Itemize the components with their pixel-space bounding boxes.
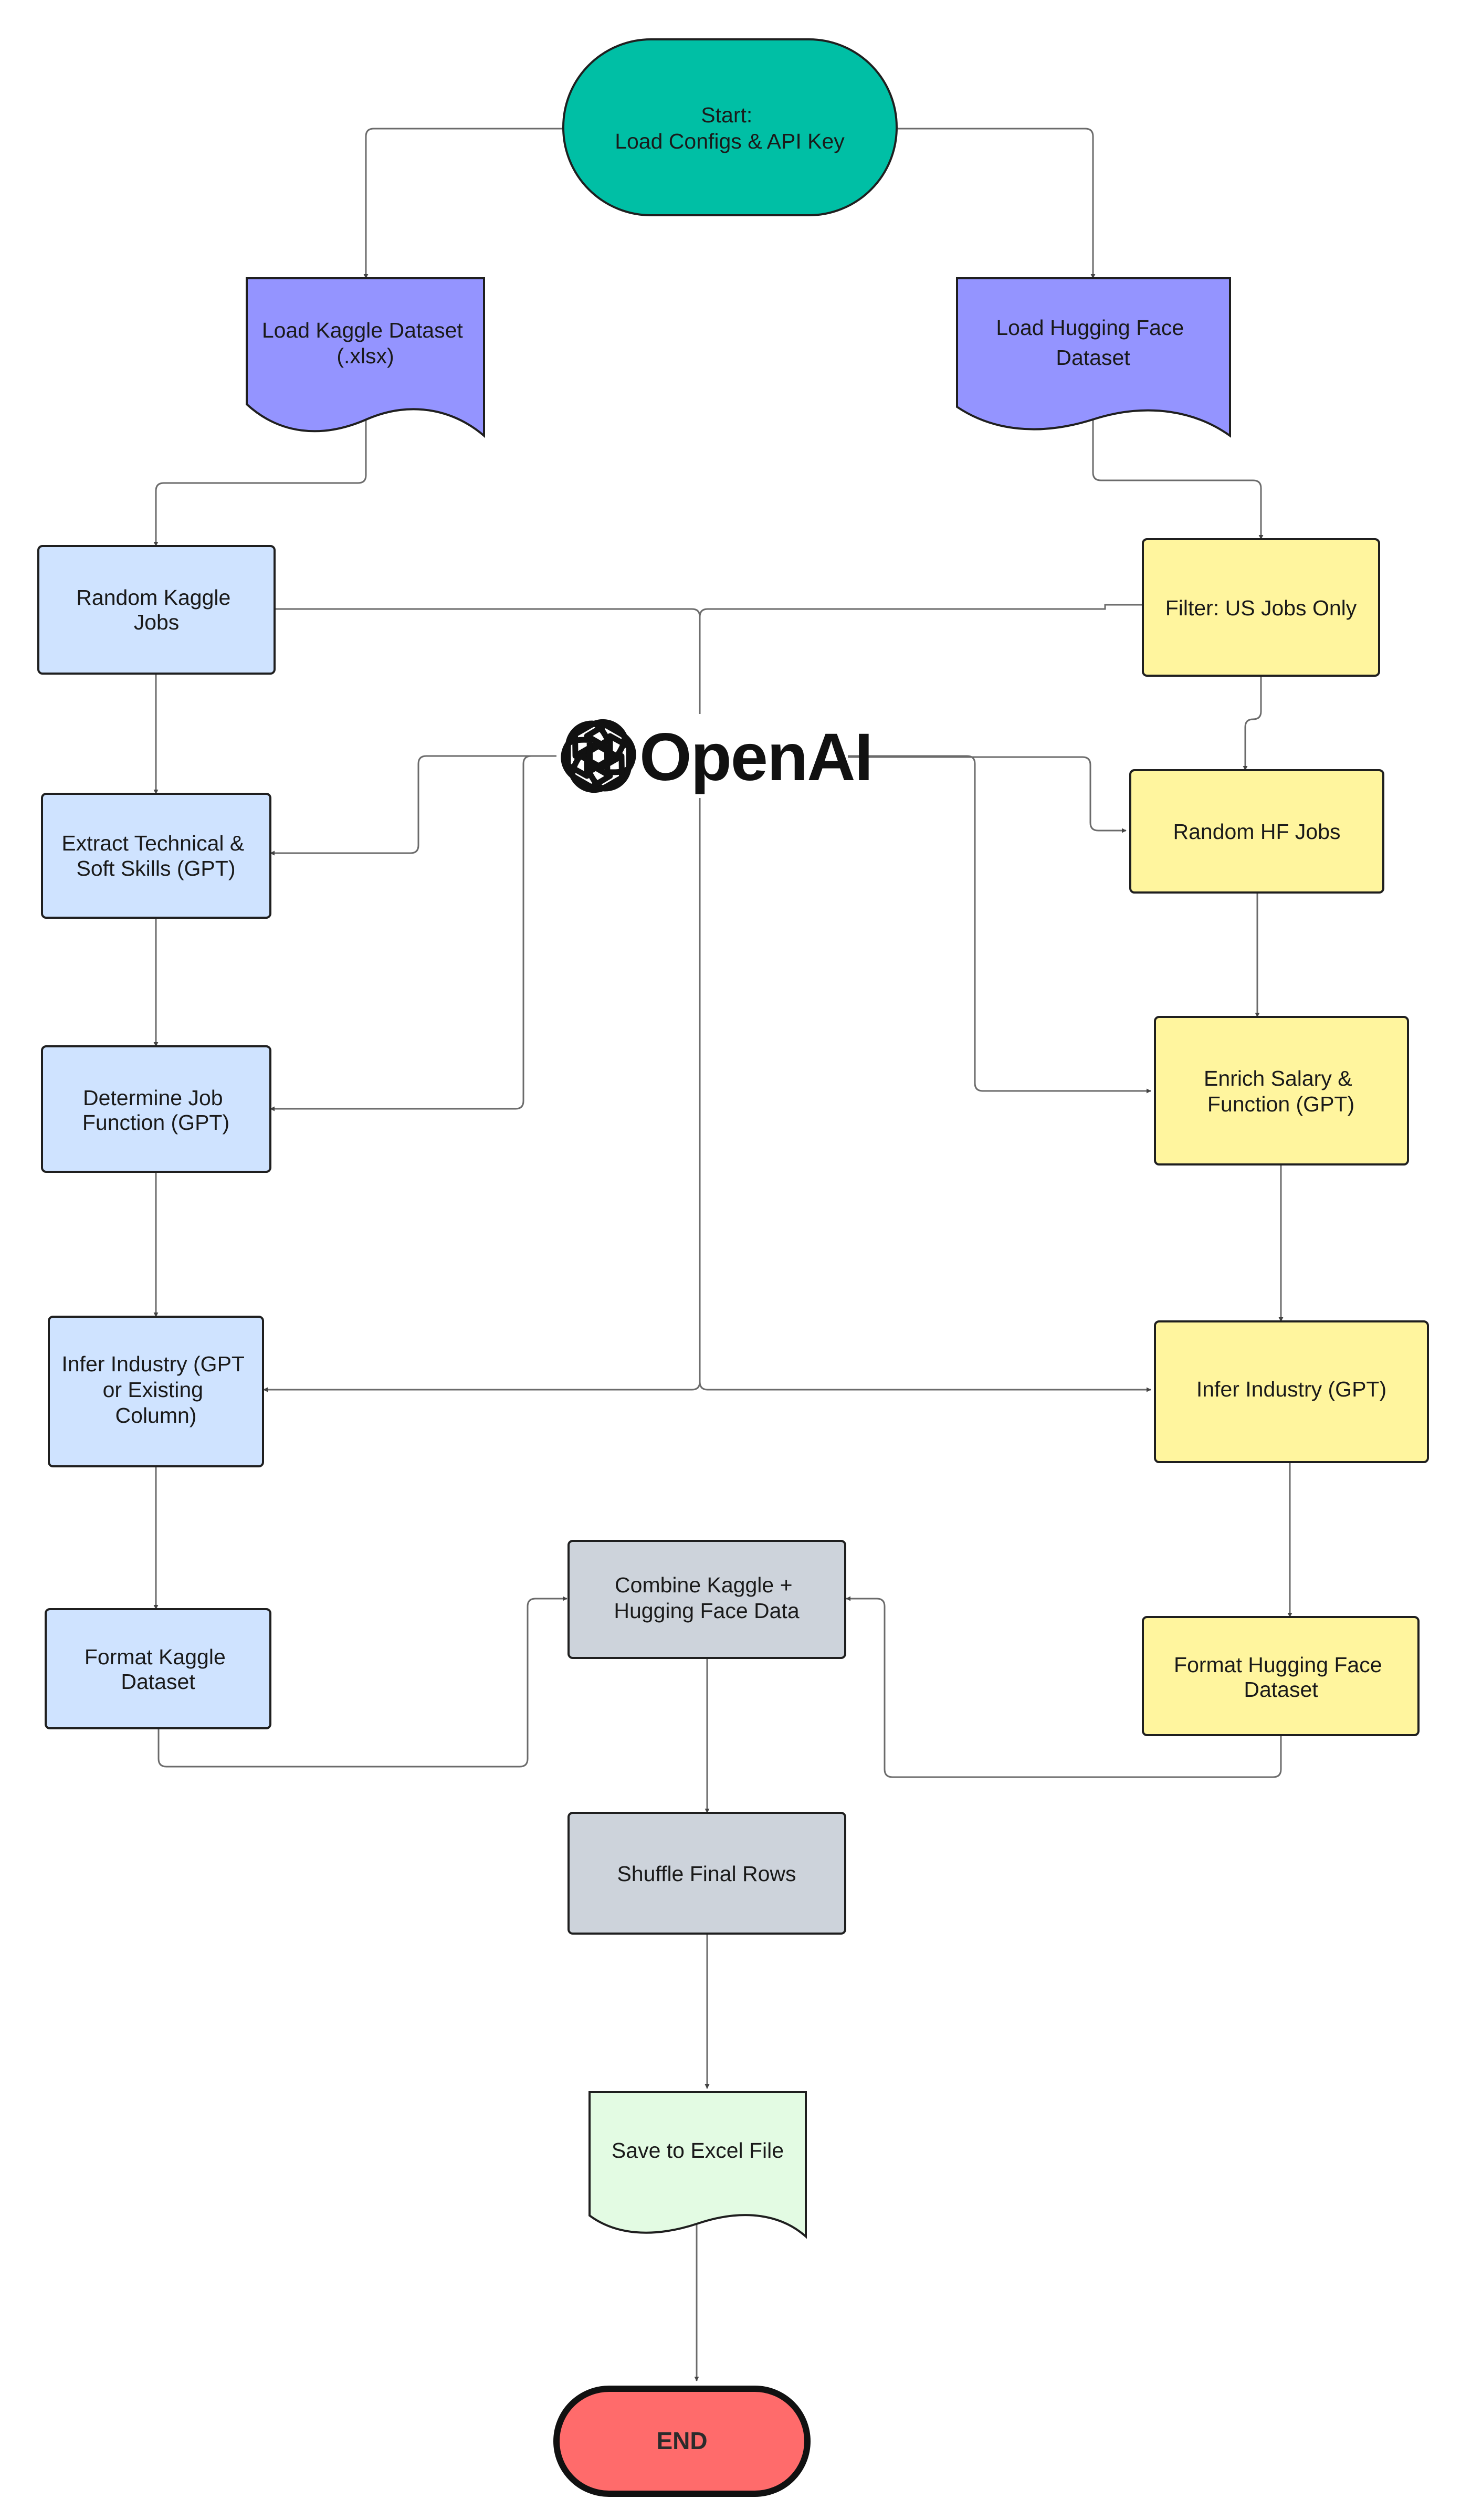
edge-openai-to-enrich-salary [840,755,1151,1094]
format-hf-node: Format Hugging Face Dataset [1142,1616,1420,1736]
infer-industry-hf-shape [1154,1320,1429,1463]
edge-load-kaggle-to-random-kaggle [153,420,367,547]
save-excel-label: Save to Excel File [612,2138,784,2162]
edge-start-to-load-kaggle [363,128,564,279]
load-kaggle-label: Load Kaggle Dataset (.xlsx) [262,318,469,368]
enrich-salary-node: Enrich Salary & Function (GPT) [1154,1016,1409,1166]
load-hf-node: Load Hugging Face Dataset [956,277,1231,438]
job-function-label: Determine Job Function (GPT) [82,1086,229,1135]
random-hf-node: Random HF Jobs [1129,769,1384,894]
format-kaggle-label: Format Kaggle Dataset [85,1645,232,1694]
infer-industry-hf-label: Infer Industry (GPT) [1196,1377,1386,1401]
load-hf-label: Load Hugging Face Dataset [996,316,1190,370]
infer-industry-hf-node: Infer Industry (GPT) [1154,1320,1429,1463]
edge-hub-to-infer-industry-k [263,788,701,1392]
extract-skills-node: Extract Technical & Soft Skills (GPT) [41,793,271,919]
random-kaggle-shape [37,545,276,675]
random-kaggle-node: Random Kaggle Jobs [37,545,276,675]
edge-openai-to-job-function [270,755,556,1111]
shuffle-node: Shuffle Final Rows [567,1812,846,1935]
end-label: END [656,2427,707,2454]
format-hf-label: Format Hugging Face Dataset [1174,1653,1388,1702]
save-excel-shape [588,2091,807,2239]
edge-format-hf-to-combine [846,1596,1282,1778]
filter-us-shape [1142,538,1380,677]
nodes: Start: Load Configs & API Key Load Kaggl… [37,38,1429,2497]
load-hf-shape [956,277,1231,438]
edge-filter-us-to-random-hf [1243,676,1262,771]
extract-skills-label: Extract Technical & Soft Skills (GPT) [61,831,250,880]
load-kaggle-node: Load Kaggle Dataset (.xlsx) [246,277,485,438]
infer-industry-kaggle-node: Infer Industry (GPT or Existing Column) [48,1316,264,1467]
filter-us-label: Filter: US Jobs Only [1165,596,1357,620]
combine-label: Combine Kaggle + Hugging Face Data [614,1573,799,1623]
load-kaggle-shape [246,277,485,438]
start-shape [562,38,898,216]
edge-openai-to-extract-skills [270,755,556,856]
enrich-salary-shape [1154,1016,1409,1166]
filter-us-node: Filter: US Jobs Only [1142,538,1380,677]
shuffle-shape [567,1812,846,1935]
end-shape [553,2386,811,2497]
openai-logo: OpenAI [555,713,873,799]
edge-hub-to-infer-industry-hf [699,1381,1151,1392]
edge-format-kaggle-to-combine [157,1596,567,1768]
connectors [153,128,1292,2381]
random-hf-shape [1129,769,1384,894]
edge-load-hf-to-filter-us [1092,420,1264,540]
start-node: Start: Load Configs & API Key [562,38,898,216]
end-node: END [553,2386,811,2497]
enrich-salary-label: Enrich Salary & Function (GPT) [1204,1066,1358,1116]
edge-openai-to-random-hf [840,756,1127,833]
job-function-shape [41,1045,271,1173]
start-label: Start: Load Configs & API Key [615,103,845,153]
format-kaggle-node: Format Kaggle Dataset [45,1608,271,1729]
format-kaggle-shape [45,1608,271,1729]
extract-skills-shape [41,793,271,919]
combine-node: Combine Kaggle + Hugging Face Data [567,1540,846,1659]
save-excel-node: Save to Excel File [588,2091,807,2239]
infer-industry-kaggle-shape [48,1316,264,1467]
combine-shape [567,1540,846,1659]
random-hf-label: Random HF Jobs [1173,820,1340,844]
random-kaggle-label: Random Kaggle Jobs [76,585,236,634]
edge-start-to-load-hf [898,128,1096,279]
openai-logo-icon [555,713,642,799]
format-hf-shape [1142,1616,1420,1736]
openai-logo-text: OpenAI [639,720,872,795]
job-function-node: Determine Job Function (GPT) [41,1045,271,1173]
infer-industry-kaggle-label: Infer Industry (GPT or Existing Column) [61,1352,250,1427]
shuffle-label: Shuffle Final Rows [617,1862,796,1886]
edge-filter-us-hub [699,604,1143,617]
